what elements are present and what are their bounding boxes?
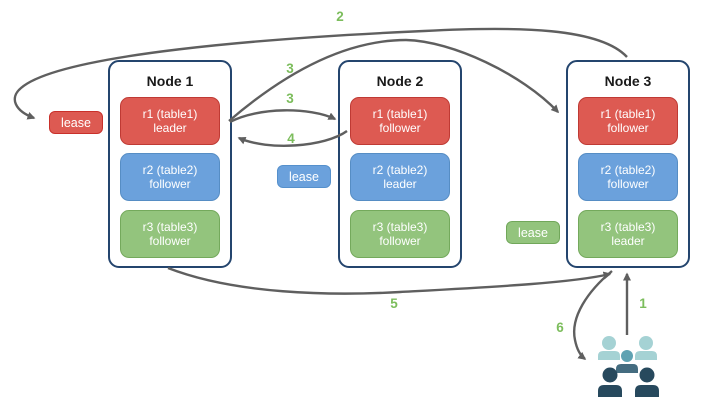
replica-r2-node1: r2 (table2) follower — [120, 153, 220, 201]
node-title: Node 3 — [604, 73, 652, 89]
replica-r1-node1: r1 (table1) leader — [120, 97, 220, 145]
replica-r1-node2: r1 (table1) follower — [350, 97, 450, 145]
replica-r2-node3: r2 (table2) follower — [578, 153, 678, 201]
users-group-icon — [598, 336, 659, 397]
replica-name: r2 (table2) — [142, 163, 198, 177]
replica-role: follower — [149, 177, 191, 191]
node-title: Node 1 — [146, 73, 194, 89]
lease-badge-table1: lease — [49, 111, 103, 134]
step-label-6: 6 — [556, 320, 564, 335]
arrow-step-3-leader-to-node2-follower — [229, 109, 337, 124]
replica-name: r2 (table2) — [600, 163, 656, 177]
replica-name: r2 (table2) — [372, 163, 428, 177]
replica-role: leader — [383, 177, 417, 191]
replica-role: leader — [611, 234, 645, 248]
lease-label: lease — [61, 115, 91, 130]
arrow-step-4-node2-to-leader — [237, 130, 348, 147]
replica-r3-node3: r3 (table3) leader — [578, 210, 678, 258]
replica-role: follower — [149, 234, 191, 248]
replica-role: follower — [607, 121, 649, 135]
replica-r1-node3: r1 (table1) follower — [578, 97, 678, 145]
replica-role: follower — [379, 234, 421, 248]
node-1-box: Node 1 r1 (table1) leader r2 (table2) fo… — [108, 60, 232, 268]
replica-role: leader — [153, 121, 187, 135]
step-label-1: 1 — [639, 296, 647, 311]
replica-r2-node2: r2 (table2) leader — [350, 153, 450, 201]
arrow-step-3-leader-to-node3-follower — [228, 38, 560, 122]
replica-role: follower — [607, 177, 649, 191]
lease-badge-table2: lease — [277, 165, 331, 188]
arrow-step-6-node3-to-users — [572, 270, 613, 360]
arrow-step-2-node3-to-lease1 — [13, 27, 628, 120]
lease-badge-table3: lease — [506, 221, 560, 244]
step-label-5: 5 — [390, 296, 398, 311]
step-label-3b: 3 — [286, 91, 294, 106]
node-title: Node 2 — [376, 73, 424, 89]
lease-label: lease — [289, 169, 319, 184]
replica-name: r3 (table3) — [142, 220, 198, 234]
replica-name: r1 (table1) — [142, 107, 198, 121]
arrow-step-5-node1-to-node3 — [167, 266, 612, 295]
replica-r3-node2: r3 (table3) follower — [350, 210, 450, 258]
replica-r3-node1: r3 (table3) follower — [120, 210, 220, 258]
step-label-2: 2 — [336, 9, 344, 24]
replica-name: r1 (table1) — [372, 107, 428, 121]
node-3-box: Node 3 r1 (table1) follower r2 (table2) … — [566, 60, 690, 268]
lease-label: lease — [518, 225, 548, 240]
step-label-3a: 3 — [286, 61, 294, 76]
replica-name: r1 (table1) — [600, 107, 656, 121]
step-label-4: 4 — [287, 131, 295, 146]
replica-name: r3 (table3) — [600, 220, 656, 234]
node-2-box: Node 2 r1 (table1) follower r2 (table2) … — [338, 60, 462, 268]
replica-role: follower — [379, 121, 421, 135]
replica-name: r3 (table3) — [372, 220, 428, 234]
